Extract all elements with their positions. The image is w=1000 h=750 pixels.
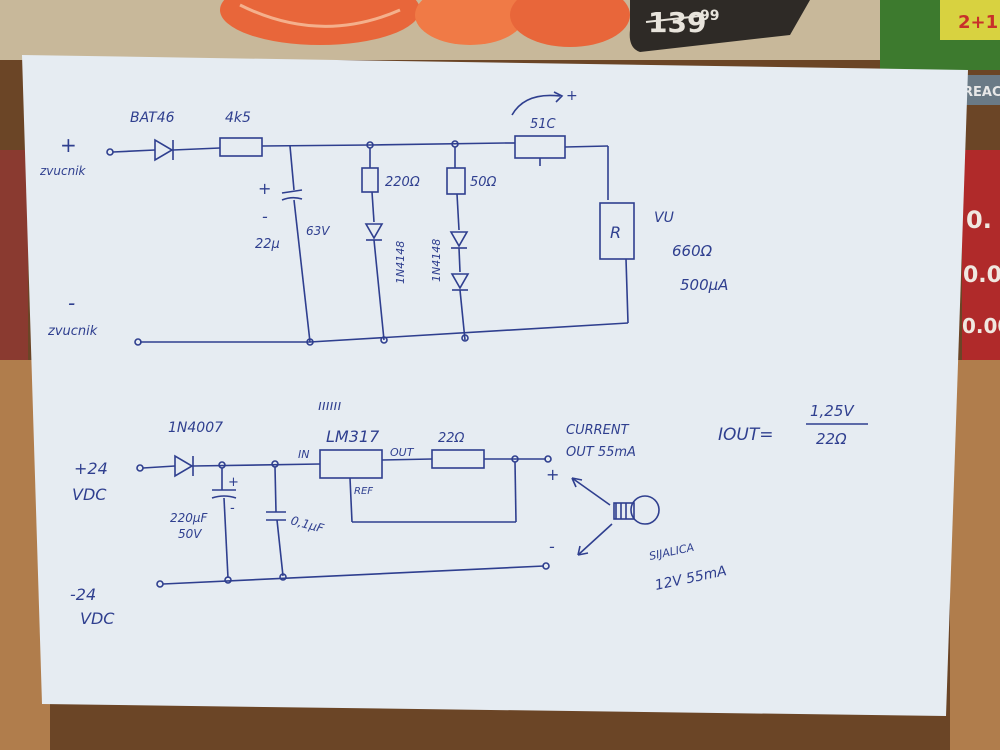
c2-formula-num: 1,25V (810, 402, 855, 420)
c2-out-minus: - (549, 537, 555, 556)
lm317-symbol (319, 449, 383, 479)
price-main: 139 (648, 6, 706, 39)
circuit-vu-meter (106, 91, 635, 346)
bulb-symbol (630, 495, 660, 525)
diode-1n4007-symbol (174, 454, 194, 478)
c1-transistor-plus: + (566, 88, 578, 104)
diode-1n4148-a-symbol (364, 223, 384, 240)
input-terminal-neg (134, 338, 142, 346)
c1-diode3-label: 1N4148 (430, 239, 443, 282)
price-tag: 139 99 (629, 0, 810, 52)
right-wood (950, 360, 1000, 750)
c1-input-pos-label: zvucnik (39, 164, 87, 178)
c2-cap1-plus: + (228, 475, 239, 490)
flyer-label-mid: REAC (963, 85, 1000, 100)
c1-meter-r: 660Ω (672, 242, 713, 260)
c2-cap1-voltage: 50V (178, 527, 202, 541)
c1-diode-label: BAT46 (130, 110, 175, 126)
c2-out-plus: + (546, 465, 559, 484)
c2-cap1-label: 220µF (170, 511, 209, 525)
c2-pin-out: OUT (390, 446, 415, 459)
c1-cap-minus: - (262, 207, 268, 226)
left-flyer-strip (0, 150, 28, 360)
c2-v-pos: +24 (74, 459, 108, 478)
c2-current-label: CURRENT (566, 423, 630, 438)
meter-r-symbol (599, 202, 635, 260)
c2-diode-label: 1N4007 (168, 420, 223, 436)
diode-1n4148-b2-symbol (450, 273, 470, 290)
diode-1n4148-b1-symbol (449, 231, 469, 248)
c1-resistor3-label: 50Ω (470, 175, 497, 190)
flyer-label-b: 0.0 (963, 263, 1000, 288)
c1-minus-in: - (68, 291, 75, 315)
c2-formula-lhs: IOUT= (718, 425, 773, 445)
c2-squiggle: ıııııı (318, 398, 341, 414)
output-neg-terminal (542, 562, 550, 570)
c2-formula-den: 22Ω (816, 430, 847, 448)
c1-meter-name: VU (654, 210, 674, 226)
c1-input-neg-label: zvucnik (47, 324, 98, 339)
flyer-label-a: 0. (966, 206, 992, 234)
c1-meter-i: 500µA (680, 276, 728, 294)
c2-resistor-label: 22Ω (438, 431, 465, 446)
c2-vdc1: VDC (72, 485, 107, 504)
resistor-50-symbol (446, 167, 466, 195)
c1-diode2-label: 1N4148 (394, 241, 407, 284)
c1-resistor1-label: 4k5 (225, 110, 251, 126)
c2-v-neg: -24 (70, 585, 96, 604)
c1-cap-plus: + (258, 179, 271, 198)
diode-bat46-symbol (154, 138, 174, 162)
flyer-label-c: 0.00 (962, 314, 1000, 338)
c2-pin-ref: REF (354, 486, 373, 497)
c2-current-out: OUT 55mA (566, 445, 636, 460)
c1-cap-value: 22µ (255, 237, 280, 252)
paper-sheet (22, 55, 968, 716)
resistor-4k5-symbol (219, 137, 263, 157)
flyer-label-top: 2+1 (958, 12, 998, 33)
right-flyer: 2+1 REAC 0. 0.0 0.00 (880, 0, 1000, 360)
resistor-220-symbol (361, 167, 379, 193)
c1-transistor-label: 51C (530, 117, 557, 132)
output-pos-terminal (544, 455, 552, 463)
price-cents: 99 (700, 8, 719, 24)
orange-slices-image (220, 0, 630, 47)
circuit-current-source (136, 423, 868, 588)
c2-regulator-label: LM317 (326, 427, 380, 446)
c1-resistor2-label: 220Ω (385, 175, 420, 190)
c2-cap1-minus: - (230, 501, 235, 516)
c2-pin-in: IN (298, 448, 309, 461)
c2-vdc2: VDC (80, 609, 115, 628)
c1-meter-label: R (610, 223, 621, 242)
c1-cap-voltage: 63V (306, 224, 330, 238)
c1-plus-in: + (60, 133, 77, 157)
